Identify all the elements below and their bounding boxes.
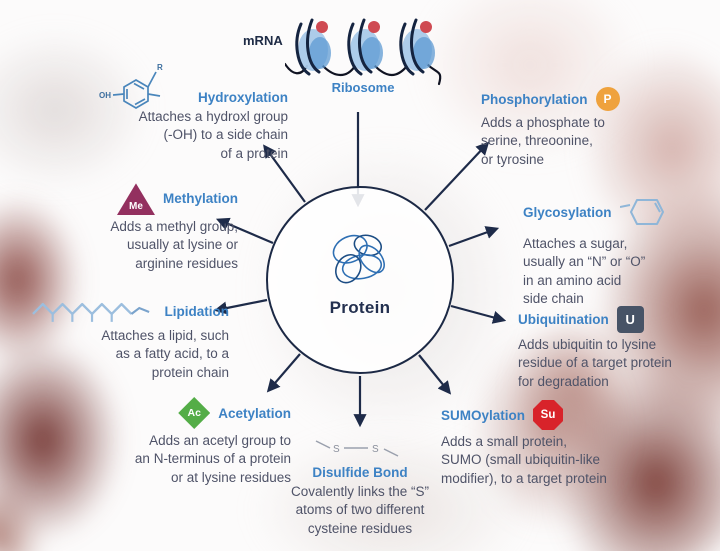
- hydroxylation-description: Attaches a hydroxl group (-OH) to a side…: [138, 109, 288, 161]
- lipidation-name: Lipidation: [164, 303, 230, 319]
- protein-label: Protein: [329, 298, 391, 317]
- lipidation-block: Lipidation Attaches a lipid, such as a f…: [15, 298, 229, 382]
- acetylation-name: Acetylation: [218, 405, 291, 421]
- hydroxylation-name: Hydroxylation: [197, 90, 288, 105]
- benzene-ring-icon: OH R: [99, 63, 163, 109]
- glycosylation-description: Attaches a sugar, usually an “N” or “O” …: [523, 236, 646, 307]
- phosphorylation-block: Phosphorylation P Adds a phosphate to se…: [481, 87, 686, 169]
- background-protein-texture: [0, 30, 150, 190]
- sugar-hexagon-icon: [619, 199, 664, 225]
- arrow-to-acetylation: [266, 353, 301, 393]
- acetylation-description: Adds an acetyl group to an N-terminus of…: [134, 433, 291, 485]
- ribosome-unit: [399, 18, 435, 76]
- arrow-to-hydroxylation: [263, 144, 306, 203]
- ribosome-icon: [285, 18, 442, 86]
- background-protein-texture: [250, 430, 530, 551]
- glycosylation-name: Glycosylation: [523, 204, 612, 220]
- disulfide-bond-description: Covalently links the “S” atoms of two di…: [290, 484, 430, 536]
- disulfide-bond-name: Disulfide Bond: [312, 465, 408, 480]
- ubiquitination-block: Ubiquitination U Adds ubiquitin to lysin…: [518, 306, 720, 391]
- ribosome-unit: [295, 18, 331, 76]
- methylation-name: Methylation: [162, 191, 238, 206]
- arrow-to-sumoylation: [418, 354, 452, 395]
- fatty-acid-chain-icon: [31, 302, 150, 322]
- acetylation-block: Ac Acetylation Adds an acetyl group to a…: [95, 397, 291, 487]
- acetylation-badge-icon: Ac: [178, 397, 211, 429]
- protein-tangle-icon: [332, 234, 385, 284]
- svg-text:S: S: [333, 444, 340, 455]
- svg-text:OH: OH: [99, 91, 111, 100]
- ubiquitination-description: Adds ubiquitin to lysine residue of a ta…: [518, 337, 672, 389]
- glycosylation-block: Glycosylation Attaches a sugar, usually …: [523, 192, 718, 308]
- lipidation-description: Attaches a lipid, such as a fatty acid, …: [101, 328, 229, 380]
- disulfide-bond-block: S S Disulfide Bond Covalently links the …: [278, 438, 442, 538]
- svg-text:S: S: [372, 444, 379, 455]
- sumoylation-badge-icon: Su: [533, 400, 564, 430]
- protein-circle: Protein: [266, 186, 454, 374]
- sumoylation-name: SUMOylation: [441, 407, 526, 423]
- arrow-to-glycosylation: [448, 226, 500, 248]
- sumoylation-description: Adds a small protein, SUMO (small ubiqui…: [441, 434, 607, 486]
- ribosome-label: Ribosome: [331, 80, 395, 95]
- phosphorylation-badge-icon: P: [595, 87, 620, 111]
- arrow-to-phosphorylation: [424, 141, 490, 211]
- arrow-to-methylation: [215, 217, 274, 245]
- sumoylation-block: SUMOylation Su Adds a small protein, SUM…: [441, 400, 659, 488]
- methylation-badge-icon: Me: [116, 183, 155, 215]
- s-s-bond-icon: S S: [315, 440, 399, 457]
- ubiquitination-badge-icon: U: [616, 306, 644, 333]
- ribosome-unit: [347, 18, 383, 76]
- ubiquitination-name: Ubiquitination: [518, 312, 609, 327]
- methylation-block: Me Methylation Adds a methyl group, usua…: [58, 182, 238, 273]
- arrow-to-lipidation: [213, 298, 268, 315]
- phosphorylation-description: Adds a phosphate to serine, threoonine, …: [481, 115, 605, 167]
- hydroxylation-block: OH R Hydroxylation Attaches a hydroxl gr…: [98, 60, 288, 163]
- methylation-description: Adds a methyl group, usually at lysine o…: [110, 219, 238, 271]
- svg-text:R: R: [157, 63, 163, 72]
- phosphorylation-name: Phosphorylation: [481, 91, 588, 107]
- arrow-to-ubiquitination: [450, 304, 507, 324]
- mrna-label: mRNA: [243, 33, 283, 48]
